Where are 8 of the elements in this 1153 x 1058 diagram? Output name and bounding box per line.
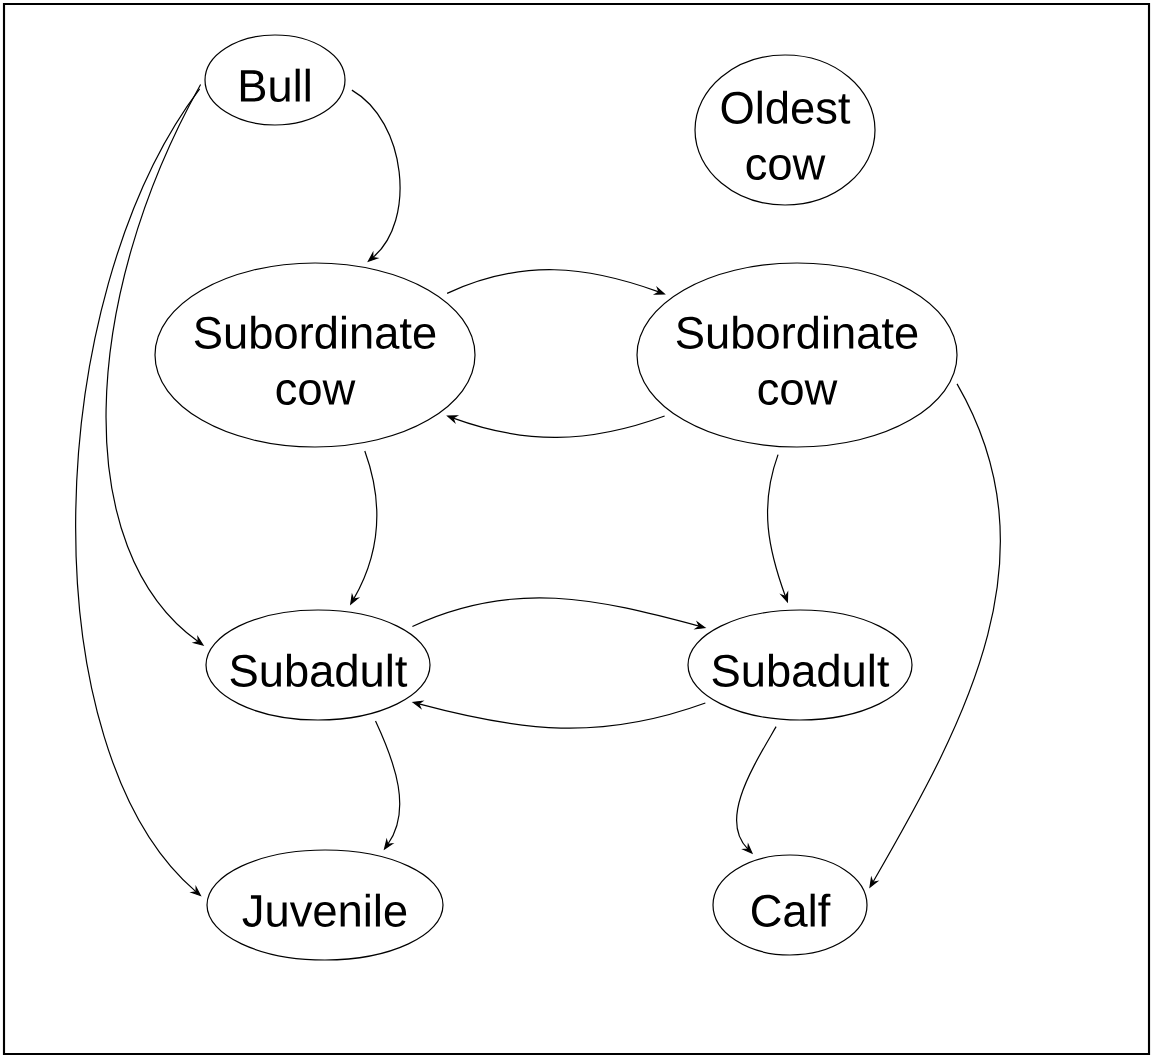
ellipse-node: Subadult <box>687 609 913 721</box>
ellipse-node: Bull <box>204 34 346 126</box>
ellipse-node: Juvenile <box>206 849 444 961</box>
ellipse-node: Subordinate cow <box>154 262 476 448</box>
ellipse-node: Subadult <box>205 609 431 721</box>
ellipse-node: Subordinate cow <box>636 262 958 448</box>
ellipse-node: Calf <box>712 854 868 956</box>
ellipse-node: Oldest cow <box>694 54 876 206</box>
